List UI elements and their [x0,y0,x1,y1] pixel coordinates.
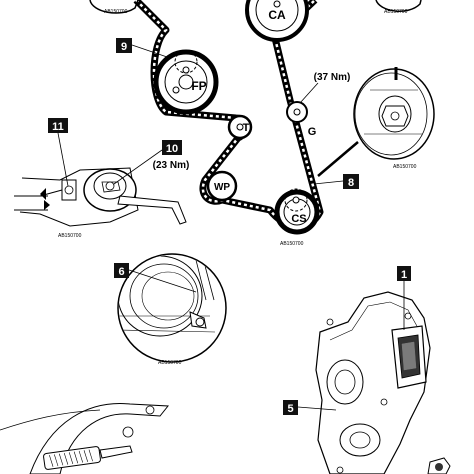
callout-10-number: 10 [166,143,178,155]
drawing-code-top-left: AB150700 [104,9,128,15]
belt-routing-view: CA AB150700 AB150700 FP T [89,0,422,247]
callout-1: 1 [397,266,411,330]
callout-9-number: 9 [121,41,127,53]
callout-11-number: 11 [52,121,64,133]
camshaft-label: CA [268,8,286,22]
callout-9: 9 [116,38,171,59]
idler-pulley: G (37 Nm) [286,72,351,138]
callout-6: 6 [114,263,197,293]
upper-left-pulley: AB150700 [89,0,139,15]
callout-1-number: 1 [401,269,407,281]
locking-tool-view [0,403,169,474]
drawing-code-tensioner: AB150700 [58,233,82,239]
drawing-code-crank: AB150700 [280,241,304,247]
pulley-detail-view: AB150700 [317,67,435,177]
callout-6-number: 6 [118,266,124,278]
drawing-code-detail: AB150700 [393,164,417,170]
callout-8: 8 [313,174,359,189]
crankshaft-label: CS [291,213,306,225]
drawing-code-top-right: AB150700 [384,9,408,15]
inset-detail-view: AB150700 [117,253,227,366]
callout-11: 11 [48,118,69,187]
crankshaft-pulley: CS AB150700 [274,188,320,247]
fuel-pump-pulley: FP [153,49,219,115]
tensioner-pulley: T [227,114,253,140]
idler-label: G [308,126,317,138]
fuel-pump-label: FP [191,79,206,93]
tensioner-adjustment-view: AB150700 [14,167,187,239]
callout-8-number: 8 [348,177,354,189]
drawing-code-inset: AB150700 [158,360,182,366]
camshaft-pulley: CA [245,0,309,42]
timing-cover-view [315,291,451,474]
water-pump-label: WP [214,182,230,193]
idler-torque: (37 Nm) [314,72,351,83]
tensioner-torque: (23 Nm) [153,160,190,171]
callout-5: 5 [283,400,337,415]
callout-10: 10 (23 Nm) [113,140,190,185]
callout-5-number: 5 [287,403,293,415]
water-pump-pulley: WP [206,170,238,202]
cover-bolt [427,457,451,474]
upper-right-pulley: AB150700 [375,0,422,15]
tensioner-label: T [243,122,250,134]
